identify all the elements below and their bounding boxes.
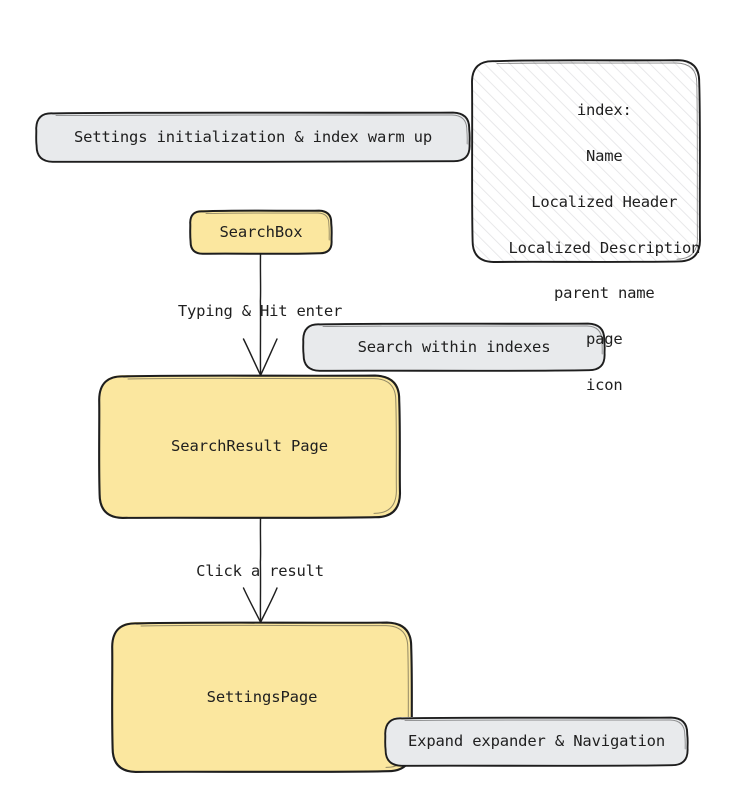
edge-typing-hit-enter [242, 253, 278, 376]
searchbox-shape[interactable] [189, 209, 333, 255]
settingspage-shape[interactable] [111, 621, 414, 773]
init-callout-shape [35, 111, 471, 163]
expand-nav-callout-shape [384, 716, 689, 767]
search-indexes-callout-shape [302, 322, 606, 372]
index-box [471, 59, 701, 263]
searchresult-shape[interactable] [98, 374, 402, 519]
edge-click-a-result [242, 517, 278, 623]
